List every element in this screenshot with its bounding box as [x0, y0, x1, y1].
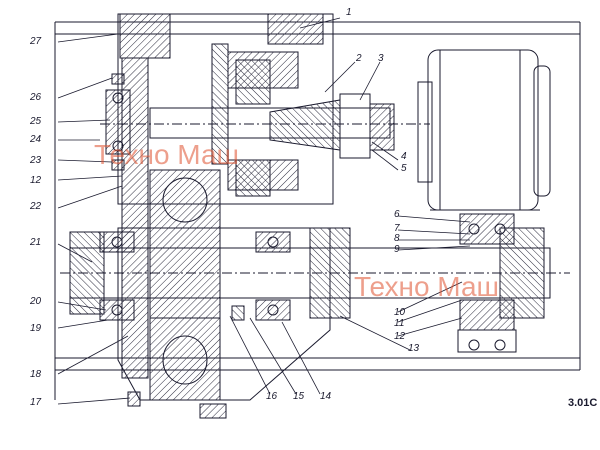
callout-23: 23	[30, 155, 42, 166]
callout-1: 1	[346, 7, 352, 18]
callout-21: 21	[30, 237, 42, 248]
callout-12-right: 12	[394, 331, 406, 342]
callout-9: 9	[394, 244, 400, 255]
callout-19: 19	[30, 323, 42, 334]
callout-12-left: 12	[30, 175, 42, 186]
right-bearing-housing	[459, 213, 515, 245]
callout-27: 27	[30, 36, 42, 47]
motor-end-cap	[533, 65, 551, 197]
main-gear-hole-bottom	[162, 335, 208, 385]
bolt-bottom	[199, 403, 227, 419]
key-16	[231, 305, 245, 321]
right-bearing-housing-lower	[459, 299, 515, 331]
main-gear-hole-top	[162, 177, 208, 223]
bevel-gear-lower	[227, 159, 299, 191]
callout-13: 13	[408, 343, 420, 354]
left-bearing-lower	[99, 299, 135, 321]
callout-15: 15	[293, 391, 305, 402]
right-bearing-ball-1	[468, 223, 480, 235]
callout-18: 18	[30, 369, 42, 380]
callout-10: 10	[394, 307, 406, 318]
bolt-17	[127, 391, 141, 407]
drawing-code: 3.01C	[568, 397, 598, 409]
left-bearing	[99, 231, 135, 253]
callout-20: 20	[30, 296, 42, 307]
upper-bearing-ball-1	[112, 92, 124, 104]
housing-inner-wall-mid	[211, 43, 229, 165]
mid-bearing-lower	[255, 299, 291, 321]
callout-22: 22	[30, 201, 42, 212]
callout-6: 6	[394, 209, 400, 220]
upper-housing-top-cap-2	[267, 13, 324, 45]
upper-bearing-left	[105, 89, 131, 155]
callout-17: 17	[30, 397, 42, 408]
watermark-top: Техно Маш	[94, 139, 239, 170]
housing-inner-wall-left	[121, 57, 149, 379]
callout-8: 8	[394, 233, 400, 244]
callout-11: 11	[394, 318, 405, 329]
callout-5: 5	[401, 163, 407, 174]
mid-bearing-ball-bottom	[267, 304, 279, 316]
right-bearing-ball-3	[468, 339, 480, 351]
coupling-disc	[339, 93, 371, 159]
upper-bearing-ball-2	[112, 140, 124, 152]
callout-26: 26	[30, 92, 42, 103]
callout-4: 4	[401, 151, 407, 162]
callout-16: 16	[266, 391, 278, 402]
bolt-top-left	[111, 73, 125, 85]
motor-flange	[417, 81, 433, 183]
callout-25: 25	[30, 116, 42, 127]
main-gear-hub	[149, 169, 221, 401]
bevel-gear-upper	[227, 51, 299, 89]
callout-24: 24	[30, 134, 42, 145]
mid-bearing-ball-top	[267, 236, 279, 248]
left-bearing-ball-top	[111, 236, 123, 248]
right-pillow-block	[457, 329, 517, 353]
callout-3: 3	[378, 53, 384, 64]
mid-bearing	[255, 231, 291, 253]
right-bearing-ball-4	[494, 339, 506, 351]
callout-2: 2	[356, 53, 362, 64]
right-bearing-ball-2	[494, 223, 506, 235]
callout-7: 7	[394, 223, 400, 234]
callout-14: 14	[320, 391, 332, 402]
motor-body	[427, 49, 539, 211]
left-bearing-ball-bottom	[111, 304, 123, 316]
bolt-mid-left	[111, 159, 125, 171]
upper-housing-top-cap	[119, 13, 171, 59]
coupling-disc-2	[369, 103, 395, 151]
watermark-bottom: Техно Маш	[354, 271, 499, 302]
